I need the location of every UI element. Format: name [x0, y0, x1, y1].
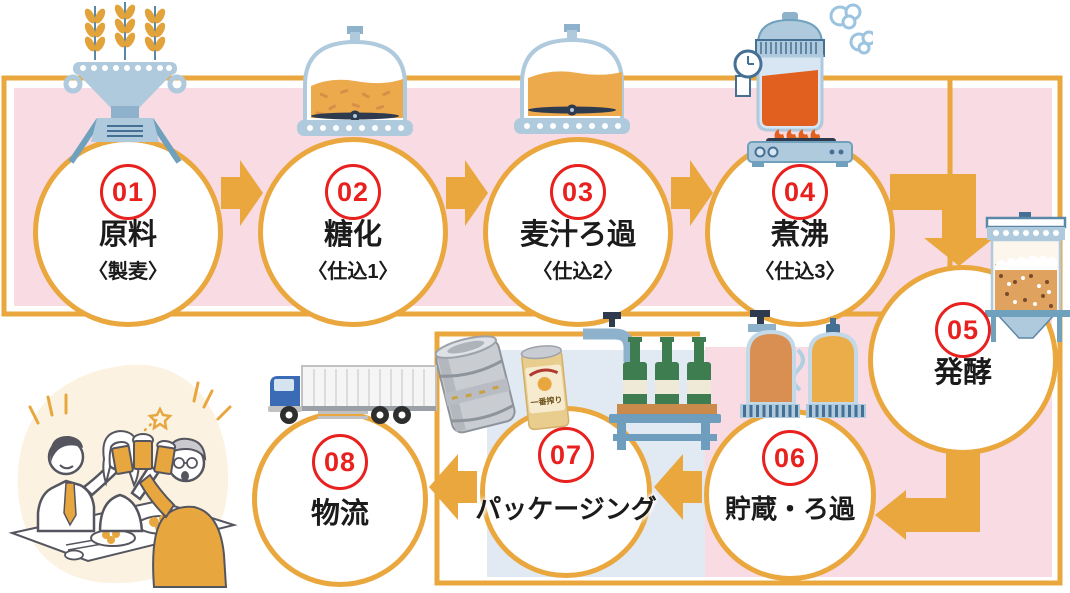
delivery-truck-icon	[268, 365, 437, 424]
step-01-label: 原料	[98, 219, 157, 251]
step-05-label: 発酵	[933, 357, 992, 389]
step-01-number-badge: 01	[100, 164, 156, 220]
step-02-number-badge: 02	[325, 164, 381, 220]
step-04-label: 煮沸	[770, 219, 829, 251]
step-03-number-badge: 03	[550, 164, 606, 220]
beer-keg-icon	[434, 335, 516, 434]
step-03-circle	[483, 137, 673, 327]
frame-right-and-bottom-box	[434, 75, 1063, 586]
wort-filter-tun-icon	[514, 24, 630, 134]
wheat-and-malt-mill-icon	[63, 2, 187, 164]
step-03-label: 麦汁ろ過	[519, 219, 636, 251]
step-07-number-badge: 07	[538, 427, 594, 483]
can-label-text: 一番搾り	[530, 394, 563, 407]
step-08-number-badge: 08	[312, 434, 368, 490]
step-02-label: 糖化	[323, 219, 382, 251]
step-04-number-badge: 04	[772, 164, 828, 220]
arrow-03-to-04	[671, 160, 713, 226]
beer-can-icon: 一番搾り	[520, 345, 570, 431]
step-01-circle	[33, 137, 223, 327]
boiling-kettle-icon	[733, 3, 873, 167]
arrow-06-to-07	[654, 454, 702, 520]
bottling-line-icon	[583, 312, 721, 450]
step-05-number-badge: 05	[935, 302, 991, 358]
step-01-sublabel: 〈製麦〉	[88, 261, 168, 283]
arrow-02-to-03	[446, 160, 488, 226]
fermentation-tank-icon	[985, 212, 1070, 342]
arrow-04-to-05	[890, 174, 994, 266]
step-06-label: 貯蔵・ろ過	[724, 494, 855, 524]
storage-tanks-icon	[740, 310, 866, 418]
step-03-sublabel: 〈仕込2〉	[532, 261, 624, 283]
step-08-label: 物流	[310, 498, 369, 530]
step-02-sublabel: 〈仕込1〉	[307, 261, 399, 283]
step-04-sublabel: 〈仕込3〉	[754, 261, 846, 283]
arrow-07-to-08	[429, 454, 477, 520]
people-toasting-illustration	[8, 364, 238, 588]
step-07-label: パッケージング	[475, 494, 657, 524]
mash-tun-icon	[297, 26, 413, 136]
arrow-05-to-06	[875, 443, 980, 540]
arrow-01-to-02	[221, 160, 263, 226]
step-06-number-badge: 06	[762, 430, 818, 486]
